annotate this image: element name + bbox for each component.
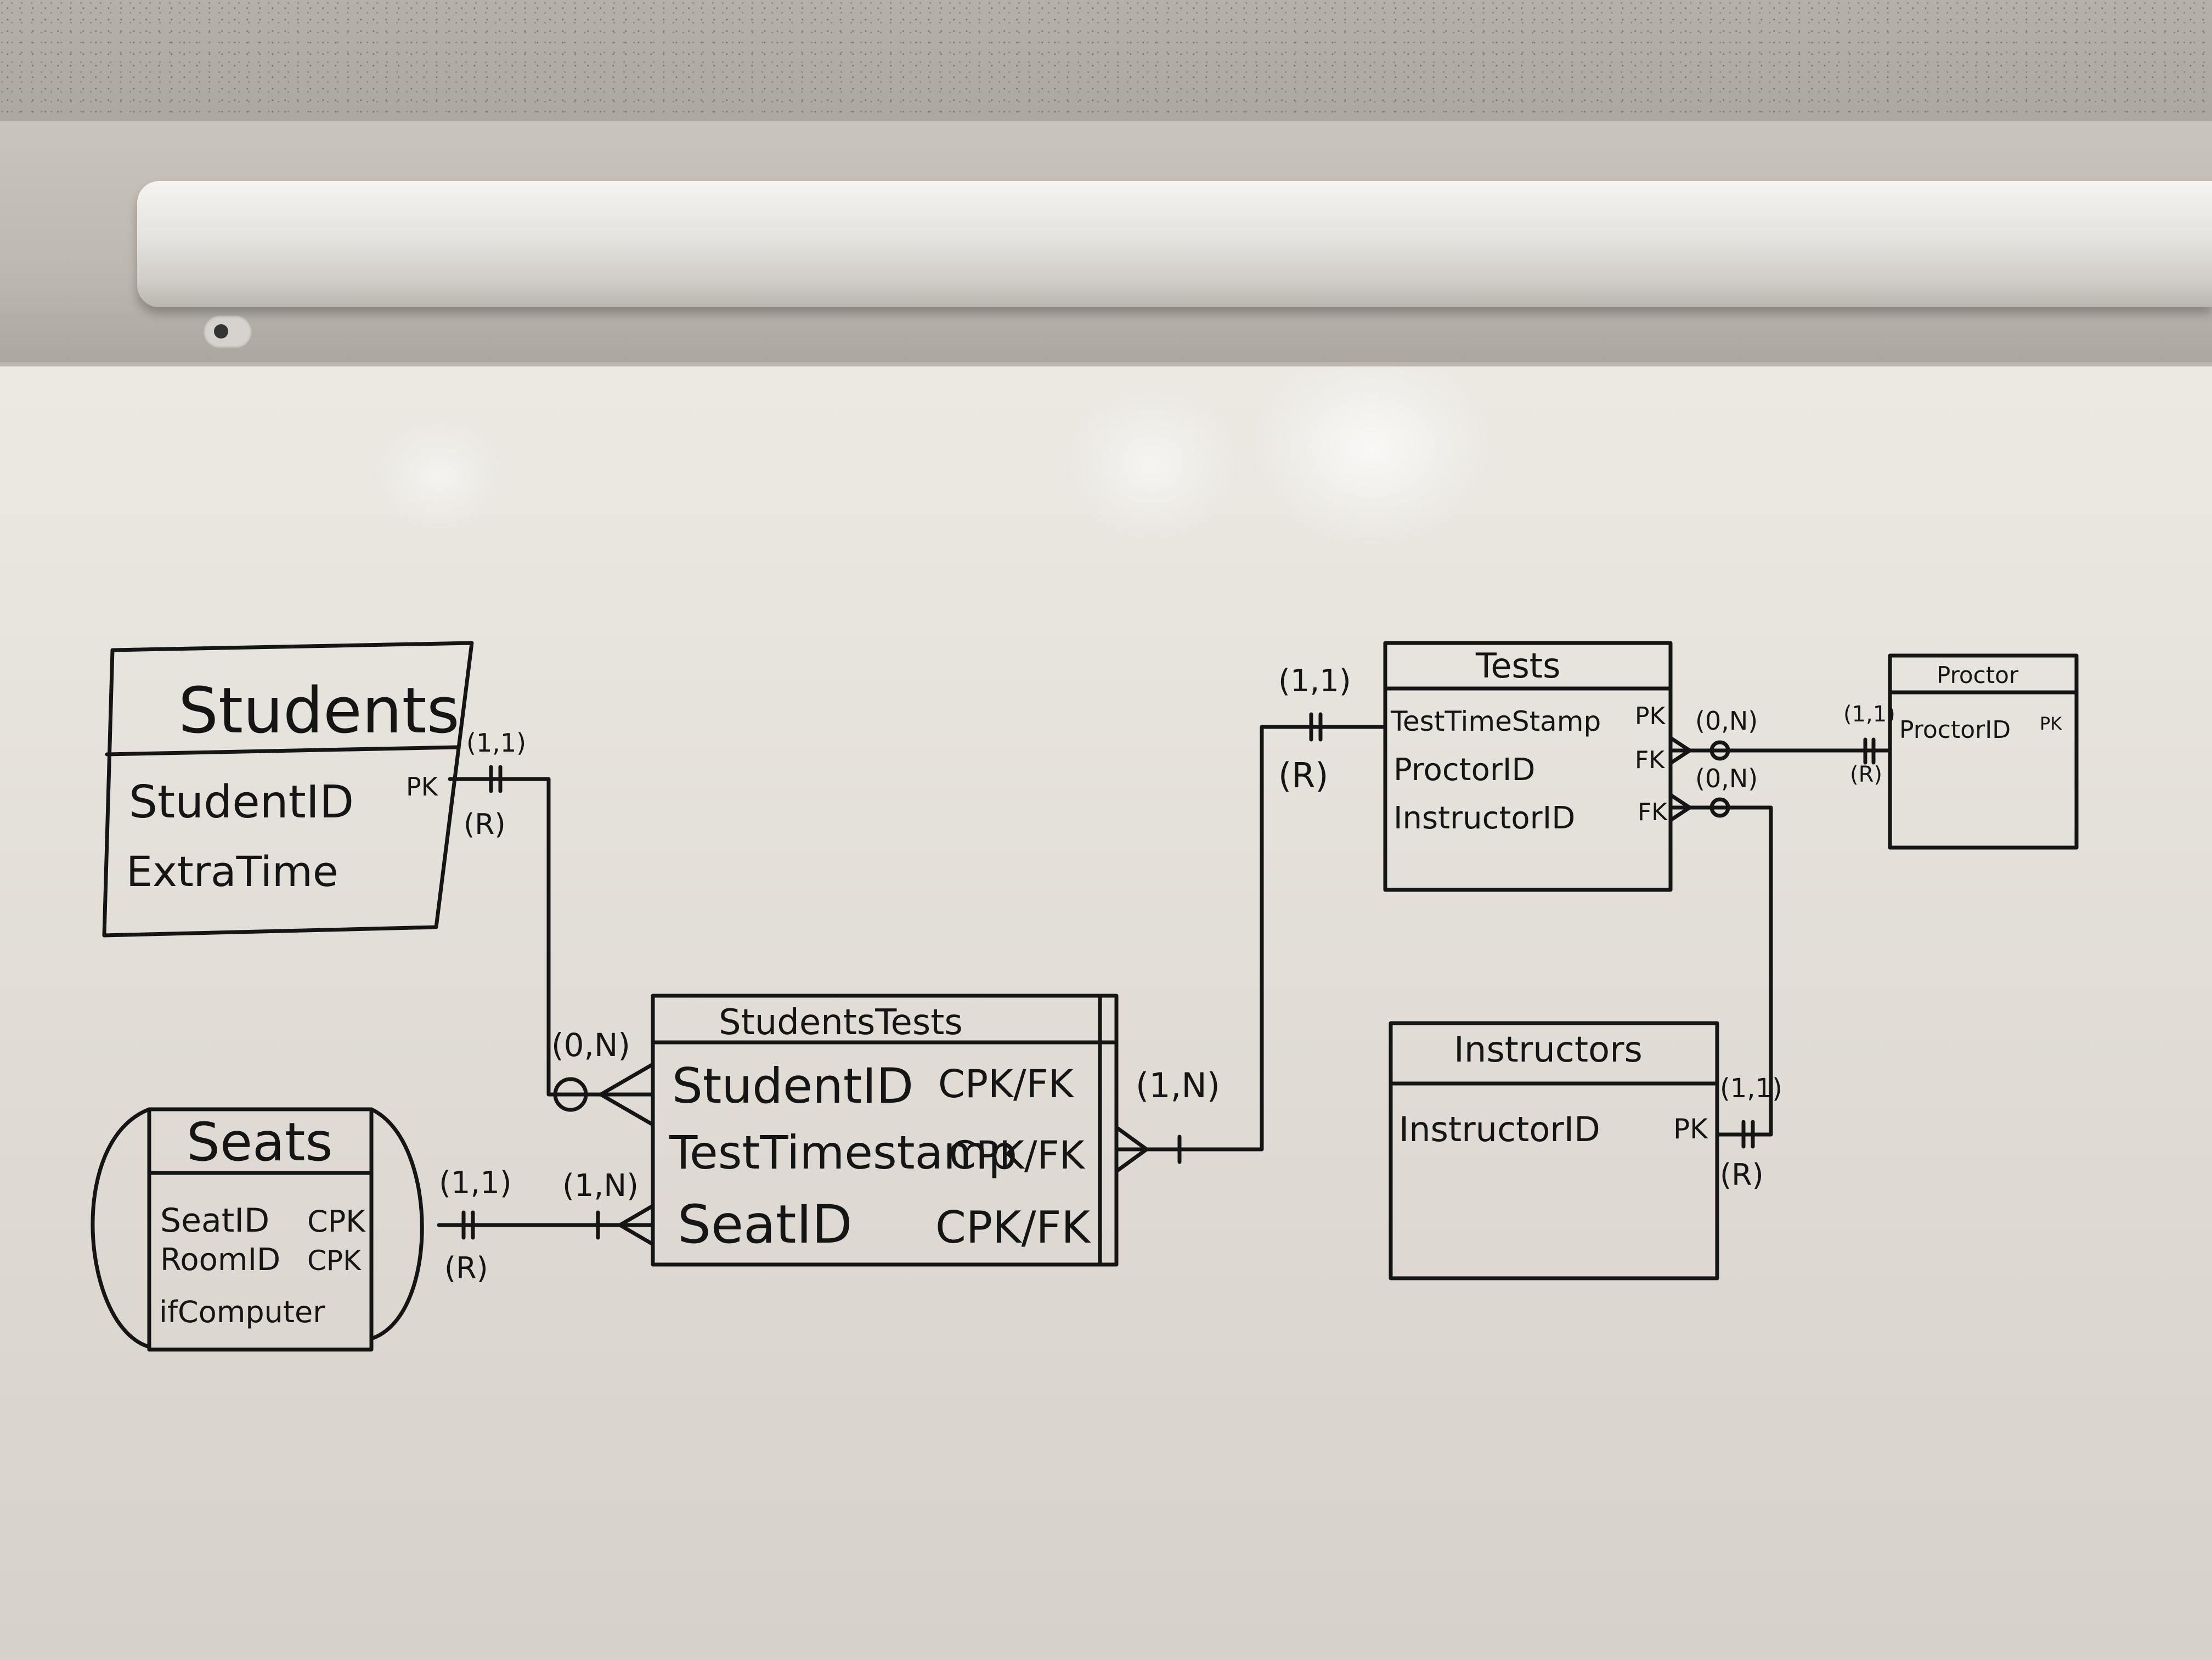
relationship-proctor-tests	[1668, 736, 1892, 765]
proctor-title: Proctor	[1937, 662, 2019, 689]
seats-attr-key: CPK	[307, 1204, 366, 1239]
cardinality-label: (1,N)	[1136, 1065, 1220, 1105]
rolled-projector-screen	[137, 181, 2212, 307]
seats-attr-name: RoomID	[160, 1242, 280, 1278]
students-attr-key: PK	[406, 772, 439, 802]
tests-attr-name: ProctorID	[1393, 752, 1536, 788]
relationship-students-studentstests	[448, 765, 655, 1127]
students-attr-name: StudentID	[129, 776, 354, 828]
relationship-seats-studentstests	[437, 1204, 655, 1246]
cardinality-label: (1,1)	[1720, 1073, 1782, 1104]
tests-attr-key: PK	[1635, 702, 1666, 730]
students-tests-attr-name: SeatID	[678, 1194, 853, 1255]
whiteboard	[0, 362, 2212, 1659]
students-title: Students	[178, 674, 460, 748]
cardinality-label: (0,N)	[551, 1026, 630, 1064]
instructors-attr-name: InstructorID	[1399, 1109, 1600, 1149]
seats-attr-name: ifComputer	[159, 1295, 325, 1329]
students-tests-attr-key: CPK/FK	[949, 1133, 1086, 1178]
cardinality-label: (1,1)	[1843, 702, 1895, 727]
students-tests-attr-name: TestTimestamp	[669, 1126, 1017, 1180]
instructors-attr-key: PK	[1673, 1113, 1708, 1145]
students-tests-attr-key: CPK/FK	[938, 1062, 1075, 1107]
cardinality-label: (0,N)	[1695, 764, 1758, 793]
cardinality-note: (R)	[444, 1251, 488, 1285]
cardinality-note: (R)	[1278, 755, 1328, 795]
cardinality-label: (0,N)	[1695, 706, 1758, 736]
cardinality-label: (1,1)	[439, 1165, 512, 1201]
instructors-title: Instructors	[1454, 1030, 1643, 1070]
entity-seats	[91, 1107, 424, 1352]
tests-attr-key: FK	[1638, 798, 1668, 826]
tests-attr-key: FK	[1635, 746, 1665, 774]
cardinality-note: (R)	[1850, 762, 1882, 787]
seats-title: Seats	[187, 1111, 332, 1173]
tests-attr-name: TestTimeStamp	[1390, 706, 1601, 737]
proctor-attr-key: PK	[2040, 713, 2062, 734]
students-tests-attr-name: StudentID	[672, 1058, 913, 1114]
relationship-tests-studentstests	[1114, 712, 1387, 1173]
entity-students	[102, 641, 474, 938]
cardinality-note: (R)	[1720, 1158, 1764, 1192]
cardinality-label: (1,1)	[466, 728, 526, 758]
cardinality-label: (1,N)	[562, 1168, 639, 1204]
security-camera	[203, 315, 252, 348]
students-tests-attr-key: CPK/FK	[935, 1202, 1092, 1253]
relationship-instructors-tests	[1668, 793, 1773, 1149]
seats-attr-name: SeatID	[160, 1201, 269, 1240]
entity-students-tests	[651, 994, 1119, 1267]
seats-attr-key: CPK	[307, 1245, 362, 1277]
tests-attr-name: InstructorID	[1393, 800, 1575, 836]
students-tests-title: StudentsTests	[719, 1002, 963, 1043]
students-attr-name: ExtraTime	[126, 847, 338, 896]
cardinality-label: (1,1)	[1278, 663, 1351, 699]
tests-title: Tests	[1475, 646, 1560, 686]
proctor-attr-name: ProctorID	[1899, 716, 2011, 744]
cardinality-note: (R)	[464, 808, 506, 841]
entity-tests	[1383, 641, 1673, 892]
entity-instructors	[1389, 1021, 1719, 1280]
